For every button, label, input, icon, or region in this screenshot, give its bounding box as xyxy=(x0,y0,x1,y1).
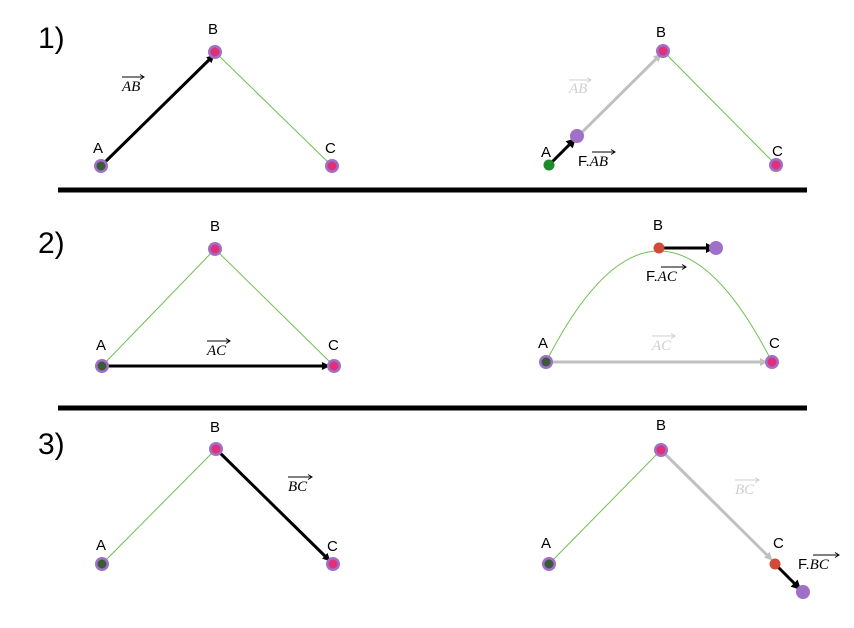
force-endpoint xyxy=(570,129,584,143)
force-label: F.BC xyxy=(798,552,840,573)
label-b: B xyxy=(208,21,218,38)
point-a xyxy=(543,159,555,171)
svg-text:AC: AC xyxy=(651,338,672,354)
segment-ab xyxy=(548,449,662,565)
label-c: C xyxy=(328,337,339,354)
label-c: C xyxy=(772,143,783,160)
force-label: F.AC xyxy=(646,264,687,285)
label-a: A xyxy=(541,535,551,552)
point-a xyxy=(95,359,109,373)
point-c xyxy=(769,158,783,172)
vector-ab-arrow xyxy=(99,54,215,168)
segment-bc xyxy=(662,50,777,166)
point-b xyxy=(209,442,223,456)
label-b: B xyxy=(656,417,666,434)
row-2-left: A B C AC xyxy=(95,218,341,373)
segment-ab xyxy=(101,248,216,367)
svg-text:BC: BC xyxy=(735,482,755,498)
label-b: B xyxy=(210,218,220,235)
svg-text:F.AB: F.AB xyxy=(578,153,608,170)
svg-text:F.AC: F.AC xyxy=(646,268,678,285)
vector-bc-arrow xyxy=(214,447,331,562)
force-arrow xyxy=(547,137,577,167)
point-c xyxy=(765,355,779,369)
svg-text:AB: AB xyxy=(121,79,140,95)
row-3-right: A B C BC F.BC xyxy=(541,417,840,599)
label-c: C xyxy=(773,535,784,552)
row-3-left: A B C BC xyxy=(95,419,340,571)
vector-label-ac: AC xyxy=(206,338,231,359)
point-b xyxy=(653,242,665,254)
svg-text:F.BC: F.BC xyxy=(798,556,830,573)
row-3-label: 3) xyxy=(38,428,65,461)
label-c: C xyxy=(769,335,780,352)
label-a: A xyxy=(93,140,103,157)
row-2-label: 2) xyxy=(38,227,65,260)
point-b xyxy=(208,45,222,59)
point-c xyxy=(327,359,341,373)
label-a: A xyxy=(538,335,548,352)
vector-label-ab: AB xyxy=(121,74,145,95)
point-c xyxy=(769,558,781,570)
segment-bc xyxy=(214,51,333,167)
point-b xyxy=(654,443,668,457)
segment-ab xyxy=(101,448,217,565)
label-b: B xyxy=(653,217,663,234)
svg-text:AB: AB xyxy=(568,81,587,97)
vector-label-bc-faded: BC xyxy=(735,477,760,498)
force-label: F.AB xyxy=(578,149,616,170)
label-c: C xyxy=(325,140,336,157)
point-a xyxy=(539,355,553,369)
svg-text:AC: AC xyxy=(206,343,227,359)
point-b xyxy=(656,44,670,58)
force-endpoint xyxy=(709,241,723,255)
vector-bc-faded xyxy=(659,448,773,561)
vector-label-bc: BC xyxy=(288,474,313,495)
vector-label-ac-faded: AC xyxy=(651,333,676,354)
row-1-label: 1) xyxy=(38,22,65,55)
row-2-right: A B C AC F.AC xyxy=(538,217,780,369)
point-c xyxy=(326,557,340,571)
label-b: B xyxy=(210,419,220,436)
vector-label-ab-faded: AB xyxy=(568,77,592,97)
svg-text:BC: BC xyxy=(288,479,308,495)
label-c: C xyxy=(327,538,338,555)
row-1-right: A B C AB F.AB xyxy=(541,24,783,172)
point-a xyxy=(94,159,108,173)
force-arrow xyxy=(773,562,802,591)
point-b xyxy=(208,242,222,256)
label-a: A xyxy=(96,337,106,354)
label-a: A xyxy=(96,537,106,554)
label-a: A xyxy=(541,144,551,161)
segment-bc xyxy=(214,248,335,367)
point-a xyxy=(542,557,556,571)
force-endpoint xyxy=(796,585,810,599)
label-b: B xyxy=(656,24,666,41)
row-1-left: A B C AB xyxy=(93,21,339,173)
point-a xyxy=(95,557,109,571)
point-c xyxy=(325,159,339,173)
